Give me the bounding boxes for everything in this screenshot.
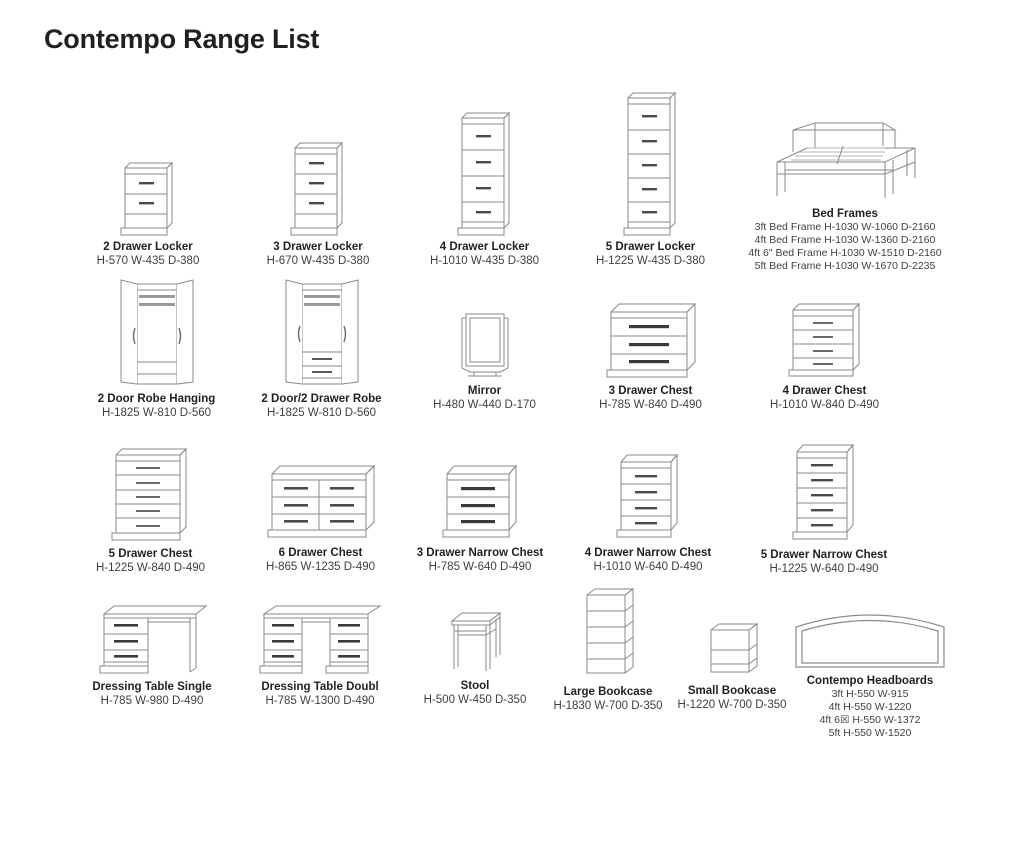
product-dimensions: H-785 W-980 D-490 <box>100 695 204 707</box>
product-dimensions: 3ft Bed Frame H-1030 W-1060 D-2160 <box>754 221 936 233</box>
wardrobe-2-door-icon <box>84 278 229 390</box>
product-item-5-drawer-locker[interactable]: 5 Drawer Locker H-1225 W-435 D-380 <box>578 90 723 268</box>
product-item-mirror[interactable]: Mirror H-480 W-440 D-170 <box>412 310 557 412</box>
product-name: 3 Drawer Narrow Chest <box>416 547 544 559</box>
product-item-dressing-table-single[interactable]: Dressing Table Single H-785 W-980 D-490 <box>72 600 232 708</box>
bookcase-large-icon <box>528 585 688 683</box>
product-item-contempo-headboards[interactable]: Contempo Headboards 3ft H-550 W-915 4ft … <box>760 605 980 740</box>
narrow-chest-5-drawer-icon <box>744 440 904 546</box>
product-item-large-bookcase[interactable]: Large Bookcase H-1830 W-700 D-350 <box>528 585 688 713</box>
product-dimensions: 4ft 6" Bed Frame H-1030 W-1510 D-2160 <box>748 247 942 259</box>
product-dimensions: H-1225 W-435 D-380 <box>595 255 706 267</box>
product-dimensions: H-1830 W-700 D-350 <box>553 700 663 712</box>
product-item-6-drawer-chest[interactable]: 6 Drawer Chest H-865 W-1235 D-490 <box>248 462 393 574</box>
product-item-dressing-table-double[interactable]: Dressing Table Doubl H-785 W-1300 D-490 <box>240 600 400 708</box>
product-name: Dressing Table Single <box>92 681 212 693</box>
product-item-stool[interactable]: Stool H-500 W-450 D-350 <box>405 605 545 707</box>
product-item-small-bookcase[interactable]: Small Bookcase H-1220 W-700 D-350 <box>652 620 812 712</box>
product-item-2-drawer-locker[interactable]: 2 Drawer Locker H-570 W-435 D-380 <box>78 160 218 268</box>
product-name: Contempo Headboards <box>806 675 934 687</box>
mirror-icon <box>412 310 557 382</box>
chest-3-drawer-icon <box>578 300 723 382</box>
product-name: 5 Drawer Narrow Chest <box>760 549 888 561</box>
product-dimensions: H-570 W-435 D-380 <box>96 255 200 267</box>
product-dimensions: H-500 W-450 D-350 <box>423 694 527 706</box>
product-item-3-drawer-locker[interactable]: 3 Drawer Locker H-670 W-435 D-380 <box>248 140 388 268</box>
product-name: 5 Drawer Chest <box>108 548 193 560</box>
product-name: Dressing Table Doubl <box>261 681 379 693</box>
dressing-table-single-icon <box>72 600 232 678</box>
dressing-table-double-icon <box>240 600 400 678</box>
product-dimensions: H-865 W-1235 D-490 <box>265 561 376 573</box>
product-item-2-door-robe-hanging[interactable]: 2 Door Robe Hanging H-1825 W-810 D-560 <box>84 278 229 420</box>
wardrobe-2-door-2-drawer-icon <box>244 278 399 390</box>
product-dimensions: 4ft Bed Frame H-1030 W-1360 D-2160 <box>754 234 936 246</box>
chest-5-drawer-icon <box>78 445 223 545</box>
product-dimensions: 4ft 6☒ H-550 W-1372 <box>819 714 921 726</box>
product-item-bed-frames[interactable]: Bed Frames 3ft Bed Frame H-1030 W-1060 D… <box>720 118 970 273</box>
locker-5-drawer-icon <box>578 90 723 238</box>
product-name: 4 Drawer Narrow Chest <box>584 547 712 559</box>
product-dimensions: H-480 W-440 D-170 <box>433 399 536 411</box>
product-name: 5 Drawer Locker <box>605 241 696 253</box>
headboard-icon <box>760 605 980 673</box>
product-dimensions: H-785 W-1300 D-490 <box>265 695 375 707</box>
product-name: Mirror <box>467 385 502 397</box>
product-name: 2 Door/2 Drawer Robe <box>261 393 382 405</box>
product-dimensions: H-1010 W-640 D-490 <box>593 561 703 573</box>
locker-4-drawer-icon <box>412 110 557 238</box>
product-name: 2 Drawer Locker <box>103 241 193 253</box>
product-dimensions: H-1225 W-840 D-490 <box>95 562 206 574</box>
product-item-5-drawer-chest[interactable]: 5 Drawer Chest H-1225 W-840 D-490 <box>78 445 223 575</box>
product-dimensions: 5ft H-550 W-1520 <box>828 727 912 739</box>
product-name: 4 Drawer Chest <box>782 385 867 397</box>
product-name: 6 Drawer Chest <box>278 547 363 559</box>
product-dimensions: 3ft H-550 W-915 <box>831 688 909 700</box>
product-dimensions: 4ft H-550 W-1220 <box>828 701 912 713</box>
product-name: 3 Drawer Chest <box>608 385 693 397</box>
product-name: Large Bookcase <box>563 686 653 698</box>
product-name: 3 Drawer Locker <box>273 241 363 253</box>
chest-6-drawer-icon <box>248 462 393 544</box>
product-dimensions: H-1220 W-700 D-350 <box>677 699 787 711</box>
locker-3-drawer-icon <box>248 140 388 238</box>
product-name: 4 Drawer Locker <box>439 241 530 253</box>
product-name: Stool <box>460 680 490 692</box>
product-dimensions: 5ft Bed Frame H-1030 W-1670 D-2235 <box>754 260 936 272</box>
bed-frame-icon <box>720 118 970 206</box>
product-item-4-drawer-locker[interactable]: 4 Drawer Locker H-1010 W-435 D-380 <box>412 110 557 268</box>
product-dimensions: H-1010 W-840 D-490 <box>769 399 880 411</box>
product-dimensions: H-1825 W-810 D-560 <box>101 407 212 419</box>
product-dimensions: H-670 W-435 D-380 <box>266 255 370 267</box>
product-item-5-drawer-narrow-chest[interactable]: 5 Drawer Narrow Chest H-1225 W-640 D-490 <box>744 440 904 576</box>
product-item-3-drawer-chest[interactable]: 3 Drawer Chest H-785 W-840 D-490 <box>578 300 723 412</box>
product-name: Bed Frames <box>812 208 878 220</box>
product-item-4-drawer-narrow-chest[interactable]: 4 Drawer Narrow Chest H-1010 W-640 D-490 <box>568 450 728 574</box>
narrow-chest-4-drawer-icon <box>568 450 728 544</box>
locker-2-drawer-icon <box>78 160 218 238</box>
product-dimensions: H-1825 W-810 D-560 <box>266 407 377 419</box>
product-item-2-door-2-drawer-robe[interactable]: 2 Door/2 Drawer Robe H-1825 W-810 D-560 <box>244 278 399 420</box>
product-name: Small Bookcase <box>687 685 777 697</box>
chest-4-drawer-icon <box>752 300 897 382</box>
product-name: 2 Door Robe Hanging <box>97 393 216 405</box>
product-dimensions: H-785 W-840 D-490 <box>599 399 702 411</box>
narrow-chest-3-drawer-icon <box>400 462 560 544</box>
stool-icon <box>405 605 545 677</box>
product-item-4-drawer-chest[interactable]: 4 Drawer Chest H-1010 W-840 D-490 <box>752 300 897 412</box>
product-dimensions: H-785 W-640 D-490 <box>428 561 532 573</box>
bookcase-small-icon <box>652 620 812 682</box>
product-dimensions: H-1010 W-435 D-380 <box>429 255 540 267</box>
product-item-3-drawer-narrow-chest[interactable]: 3 Drawer Narrow Chest H-785 W-640 D-490 <box>400 462 560 574</box>
product-dimensions: H-1225 W-640 D-490 <box>769 563 879 575</box>
page-title: Contempo Range List <box>44 24 320 54</box>
